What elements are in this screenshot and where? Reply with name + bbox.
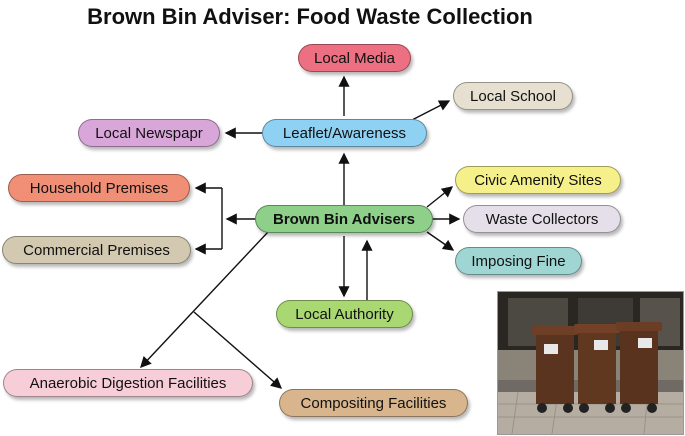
node-leaflet-awareness: Leaflet/Awareness	[262, 119, 427, 147]
edge-bin-anaerobic	[140, 231, 269, 369]
brown-bins-photo	[497, 291, 684, 435]
edge-bin-civic	[426, 186, 454, 208]
node-commercial-premises: Commercial Premises	[2, 236, 191, 264]
node-local-media: Local Media	[298, 44, 411, 72]
edge-leaflet-school	[411, 100, 451, 121]
node-local-newspapr: Local Newspapr	[78, 119, 220, 147]
node-local-authority: Local Authority	[276, 300, 413, 328]
diagram-title: Brown Bin Adviser: Food Waste Collection	[87, 4, 533, 29]
node-local-school: Local School	[453, 82, 573, 110]
node-compositing-facilities: Compositing Facilities	[279, 389, 468, 417]
node-anaerobic-digestion: Anaerobic Digestion Facilities	[3, 369, 253, 397]
node-waste-collectors: Waste Collectors	[463, 205, 621, 233]
edge-branch-compositing	[193, 311, 283, 389]
edge-bin-fine	[426, 231, 455, 251]
node-household-premises: Household Premises	[8, 174, 190, 202]
node-imposing-fine: Imposing Fine	[455, 247, 582, 275]
node-brown-bin-advisers: Brown Bin Advisers	[255, 205, 433, 233]
node-civic-amenity-sites: Civic Amenity Sites	[455, 166, 621, 194]
